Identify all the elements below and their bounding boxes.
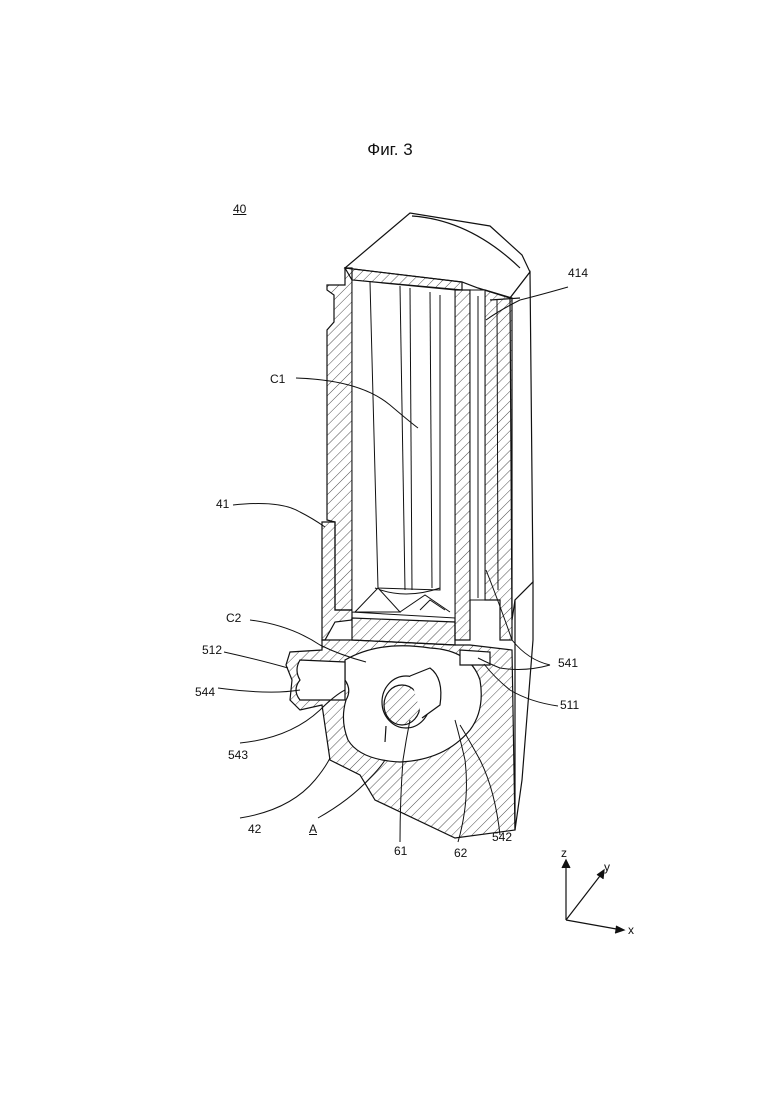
assembly-ref-label: 40 <box>233 202 246 216</box>
label-542: 542 <box>492 830 512 844</box>
label-62: 62 <box>454 846 467 860</box>
label-543: 543 <box>228 748 248 762</box>
chamber-c1 <box>352 280 455 618</box>
label-544: 544 <box>195 685 215 699</box>
label-c1: C1 <box>270 372 285 386</box>
y-axis-line <box>566 872 603 920</box>
label-c2: C2 <box>226 611 241 625</box>
label-61: 61 <box>394 844 407 858</box>
label-414: 414 <box>568 266 588 280</box>
axis-y-label: y <box>604 860 610 874</box>
label-41: 41 <box>216 497 229 511</box>
label-511: 511 <box>560 698 579 712</box>
label-541: 541 <box>558 656 578 670</box>
x-axis-line <box>566 920 622 930</box>
label-512: 512 <box>202 643 222 657</box>
axis-z-label: z <box>561 846 567 860</box>
coordinate-axes <box>562 860 624 933</box>
label-42: 42 <box>248 822 261 836</box>
label-a: A <box>309 822 317 836</box>
axis-x-label: x <box>628 923 634 937</box>
